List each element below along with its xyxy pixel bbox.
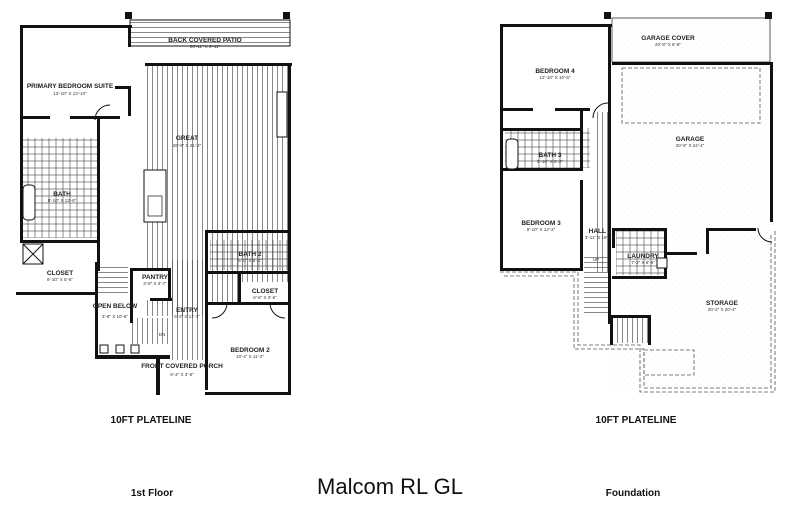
stairs [98,265,128,295]
post [283,12,290,19]
stair-label: UP [593,257,599,262]
plateline-label: 10FT PLATELINE [596,415,677,426]
room-label: BEDROOM 2 [230,347,270,354]
room-dims: 20'-8" X 24'-4" [676,143,705,148]
room-label: BACK COVERED PATIO [168,37,241,44]
room-dims: 8'-10" X 5'-6" [47,277,73,282]
plateline-label: 10FT PLATELINE [111,415,192,426]
washer-icon [656,257,668,269]
room-dims: 20'-2" X 20'-4" [708,307,737,312]
bathtub [505,138,519,170]
bath2-floor [210,240,288,270]
floor-caption: Foundation [606,488,660,499]
room-dims: 3'-8" X 10'-6" [102,314,128,319]
post [604,12,611,19]
closet2-floor [240,282,288,302]
floor-caption: 1st Floor [131,488,173,499]
porch-post [130,344,140,354]
room-label: PRIMARY BEDROOM SUITE [27,83,114,90]
garage-cover [611,17,771,63]
room-label: PANTRY [142,274,169,281]
room-label: BEDROOM 3 [521,220,561,227]
entry-floor [170,260,205,360]
plan-title: Malcom RL GL [317,474,463,499]
room-dims: 6'-6" X 3'-6" [253,295,277,300]
primary-bedroom-floor [22,27,130,117]
room-label: BATH 2 [239,251,262,258]
room-dims: 6'-2" X 11'-1" [174,314,200,319]
sink-icon [147,195,163,217]
hall-floor [594,112,612,272]
stairs-up [584,253,609,315]
stairs [610,318,648,343]
room-label: OPEN BELOW [93,303,138,310]
room-dims: 26'-11" X 6'-11" [190,44,221,49]
door-swing [211,302,228,319]
room-dims: 20'-8" X 6'-8" [655,42,681,47]
stairs-down [130,318,170,344]
back-covered-patio [129,19,291,47]
foundation-plan: GARAGE COVER 20'-8" X 6'-8" BEDROOM 4 12… [500,12,776,499]
door-swing [592,102,609,119]
room-label: HALL 2 [589,228,612,235]
door-swing [269,302,286,319]
room-label: GARAGE [676,136,705,143]
room-label: BATH 3 [539,152,562,159]
pantry-floor [134,268,172,300]
porch-footing [643,349,695,376]
room-label: FRONT COVERED PORCH [141,363,223,370]
first-floor-plan: BACK COVERED PATIO 26'-11" X 6'-11" PRIM… [16,12,292,499]
room-label: CLOSET [252,288,278,295]
room-label: GARAGE COVER [641,35,695,42]
walls-first-floor [16,25,292,395]
room-dims: 10'-4" X 11'-2" [236,354,264,359]
door-swing [757,227,773,243]
room-dims: 3'-8" X 3'-7" [143,281,167,286]
post [125,12,132,19]
stair-label: DN [159,332,166,337]
bathtub [22,184,36,221]
foundation-outline [504,234,772,389]
bath3-floor [505,128,590,168]
room-label: GREAT [176,135,198,142]
room-dims: 5'-0" X 8'-2" [238,258,262,263]
garage-door-outline [621,67,761,124]
room-dims: 3'-11" X 19'-11" [585,235,616,240]
foundation-outline [500,230,776,393]
post [765,12,772,19]
room-label: ENTRY [176,307,198,314]
room-dims: 7'-2" X 6'-6" [631,260,655,265]
room-dims: 12'-10" X 10'-6" [540,75,571,80]
room-dims: 26'-9" X 21'-2" [173,143,202,148]
room-label: LAUNDRY [627,253,659,260]
room-label: BATH [53,191,71,198]
door-swing [94,104,111,121]
porch-post [115,344,125,354]
room-dims: 6'-4" X 3'-6" [170,372,194,377]
walls-foundation [500,24,773,345]
bedroom2-floor [208,305,290,393]
room-dims: 9'-10" X 12'-2" [527,227,556,232]
room-label: STORAGE [706,300,739,307]
closet-floor [28,262,96,292]
garage-floor [612,64,772,244]
room-dims: 5'-10" X 8'-2" [537,159,563,164]
room-dims: 13'-10" X 13'-10" [53,91,87,96]
room-label: BEDROOM 4 [535,68,575,75]
porch-post [99,344,109,354]
fireplace [276,91,288,138]
room-label: CLOSET [47,270,73,277]
room-dims: 8'-10" X 13'-6" [48,198,77,203]
